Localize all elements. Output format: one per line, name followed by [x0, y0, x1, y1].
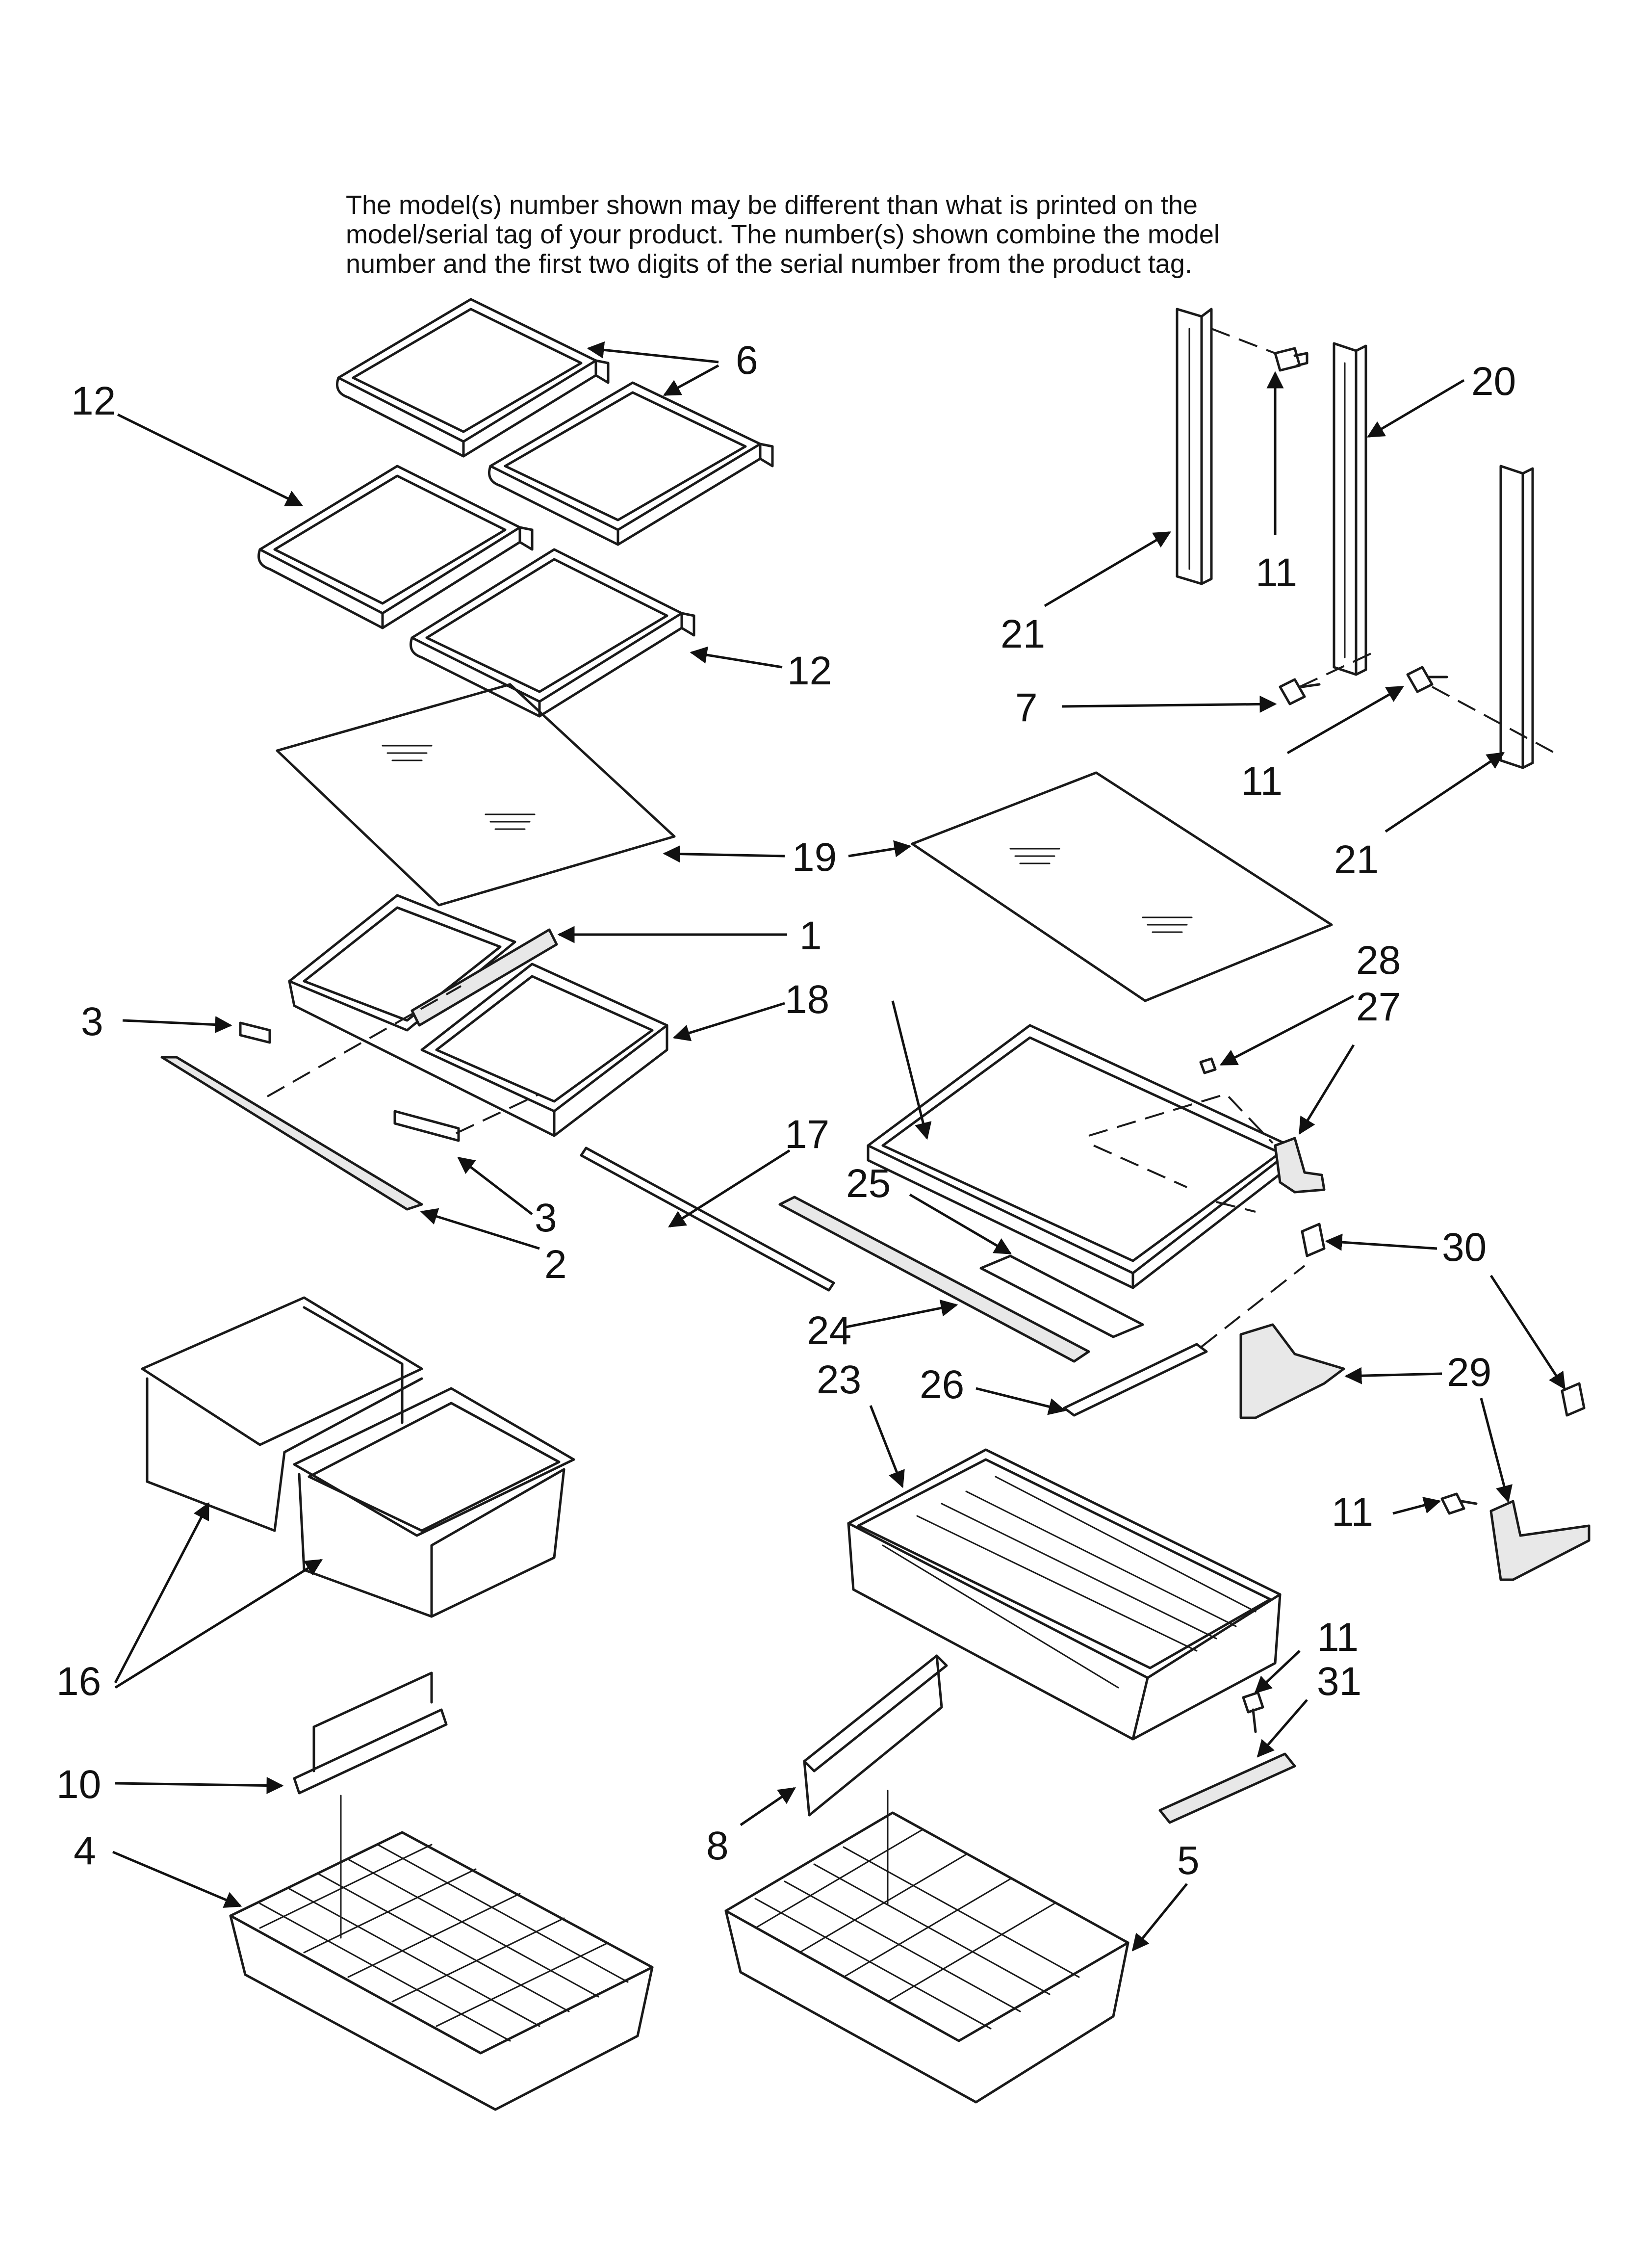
callout-8: 8 — [706, 1824, 729, 1868]
callout-11-right: 11 — [1241, 759, 1283, 804]
assembly-line — [1201, 1265, 1306, 1348]
center-divider-1[interactable] — [410, 928, 558, 1027]
support-29-lower[interactable] — [1489, 1500, 1591, 1581]
assembly-line — [1088, 1093, 1274, 1144]
notice-line: The model(s) number shown may be differe… — [346, 190, 1198, 220]
wire-basket-4[interactable] — [229, 1831, 654, 2111]
callout-10: 10 — [56, 1762, 101, 1807]
screw-11-lower[interactable] — [1242, 1691, 1264, 1733]
bracket-3-lower[interactable] — [393, 1110, 460, 1142]
screw-alignment-line — [1432, 686, 1560, 756]
rod-17[interactable] — [580, 1147, 835, 1292]
clip-30-upper[interactable] — [1301, 1223, 1326, 1257]
callout-27: 27 — [1356, 985, 1401, 1029]
support-29-upper[interactable] — [1239, 1323, 1345, 1419]
callout-19: 19 — [792, 835, 837, 880]
callout-23: 23 — [817, 1357, 861, 1402]
glass-shelf-right[interactable] — [911, 771, 1333, 1002]
assembly-line — [1093, 1145, 1256, 1213]
shelf-upper-right[interactable] — [488, 381, 774, 546]
screw-right-11[interactable] — [1406, 666, 1448, 693]
callout-29: 29 — [1447, 1350, 1491, 1395]
assembly-line — [456, 1093, 540, 1134]
plate-31[interactable] — [1158, 1752, 1296, 1824]
slide-25[interactable] — [979, 1254, 1144, 1338]
callout-20: 20 — [1471, 359, 1516, 404]
callout-labels: 6 12 12 20 11 21 7 11 21 19 1 18 3 3 2 1… — [56, 338, 1516, 1883]
callout-1: 1 — [799, 913, 822, 958]
trim-24[interactable] — [778, 1196, 1090, 1363]
rail-right-21[interactable] — [1499, 465, 1534, 769]
screw-alignment-line — [1211, 328, 1276, 354]
callout-11-lower: 11 — [1317, 1615, 1359, 1660]
screw-11-support[interactable] — [1440, 1492, 1478, 1515]
callout-25: 25 — [846, 1161, 891, 1206]
callout-26: 26 — [920, 1362, 964, 1407]
leader-lines — [112, 341, 1566, 1952]
callout-30: 30 — [1442, 1225, 1487, 1270]
shelf-upper-left[interactable] — [336, 298, 610, 458]
crisper-drawer-front[interactable] — [293, 1387, 575, 1618]
callout-16: 16 — [56, 1659, 101, 1704]
screw-upper-11[interactable] — [1274, 347, 1308, 372]
callout-3-upper: 3 — [81, 999, 103, 1044]
front-trim-2[interactable] — [160, 1056, 423, 1211]
callout-28: 28 — [1356, 938, 1401, 983]
notice-line: number and the first two digits of the s… — [346, 249, 1192, 279]
shelf-lower-right[interactable] — [410, 548, 695, 718]
notice-line: model/serial tag of your product. The nu… — [346, 220, 1220, 249]
callout-31: 31 — [1317, 1659, 1361, 1704]
callout-17: 17 — [785, 1112, 829, 1157]
rail-middle-20[interactable] — [1333, 342, 1367, 676]
basket-divider-10[interactable] — [293, 1671, 448, 1795]
callout-18-left: 18 — [785, 977, 829, 1022]
pantry-frame-right[interactable] — [867, 1024, 1296, 1289]
callout-12-upper: 12 — [71, 379, 116, 423]
clip-30-lower[interactable] — [1561, 1382, 1586, 1417]
callout-3-lower: 3 — [535, 1196, 557, 1240]
callout-5: 5 — [1177, 1838, 1200, 1883]
basket-divider-8[interactable] — [803, 1654, 948, 1817]
screw-alignment-line — [1299, 652, 1374, 688]
callout-11-support: 11 — [1332, 1490, 1373, 1535]
wire-basket-5[interactable] — [724, 1811, 1129, 2104]
shelf-lower-left[interactable] — [257, 465, 534, 629]
callout-21-left: 21 — [1001, 612, 1045, 656]
crisper-drawer-rear[interactable] — [141, 1296, 423, 1532]
callout-2: 2 — [544, 1242, 567, 1287]
screw-7[interactable] — [1279, 678, 1321, 705]
model-number-notice: The model(s) number shown may be differe… — [346, 190, 1376, 279]
rail-left-21[interactable] — [1176, 308, 1213, 585]
callout-12-lower: 12 — [787, 649, 832, 693]
bracket-26[interactable] — [1063, 1343, 1208, 1417]
callout-21-right: 21 — [1334, 837, 1379, 882]
pantry-drawer-23[interactable] — [847, 1448, 1282, 1741]
callout-4: 4 — [74, 1828, 96, 1873]
gasket-28[interactable] — [1199, 1057, 1217, 1074]
callout-7: 7 — [1015, 685, 1038, 730]
drawer-frame-18[interactable] — [288, 894, 668, 1137]
cap-27[interactable] — [1274, 1137, 1326, 1194]
callout-24: 24 — [807, 1308, 851, 1353]
callout-11-rail: 11 — [1256, 550, 1297, 595]
glass-shelf-left[interactable] — [276, 683, 676, 907]
bracket-3-upper[interactable] — [239, 1021, 271, 1044]
assembly-line — [267, 985, 462, 1097]
callout-6: 6 — [736, 338, 758, 383]
